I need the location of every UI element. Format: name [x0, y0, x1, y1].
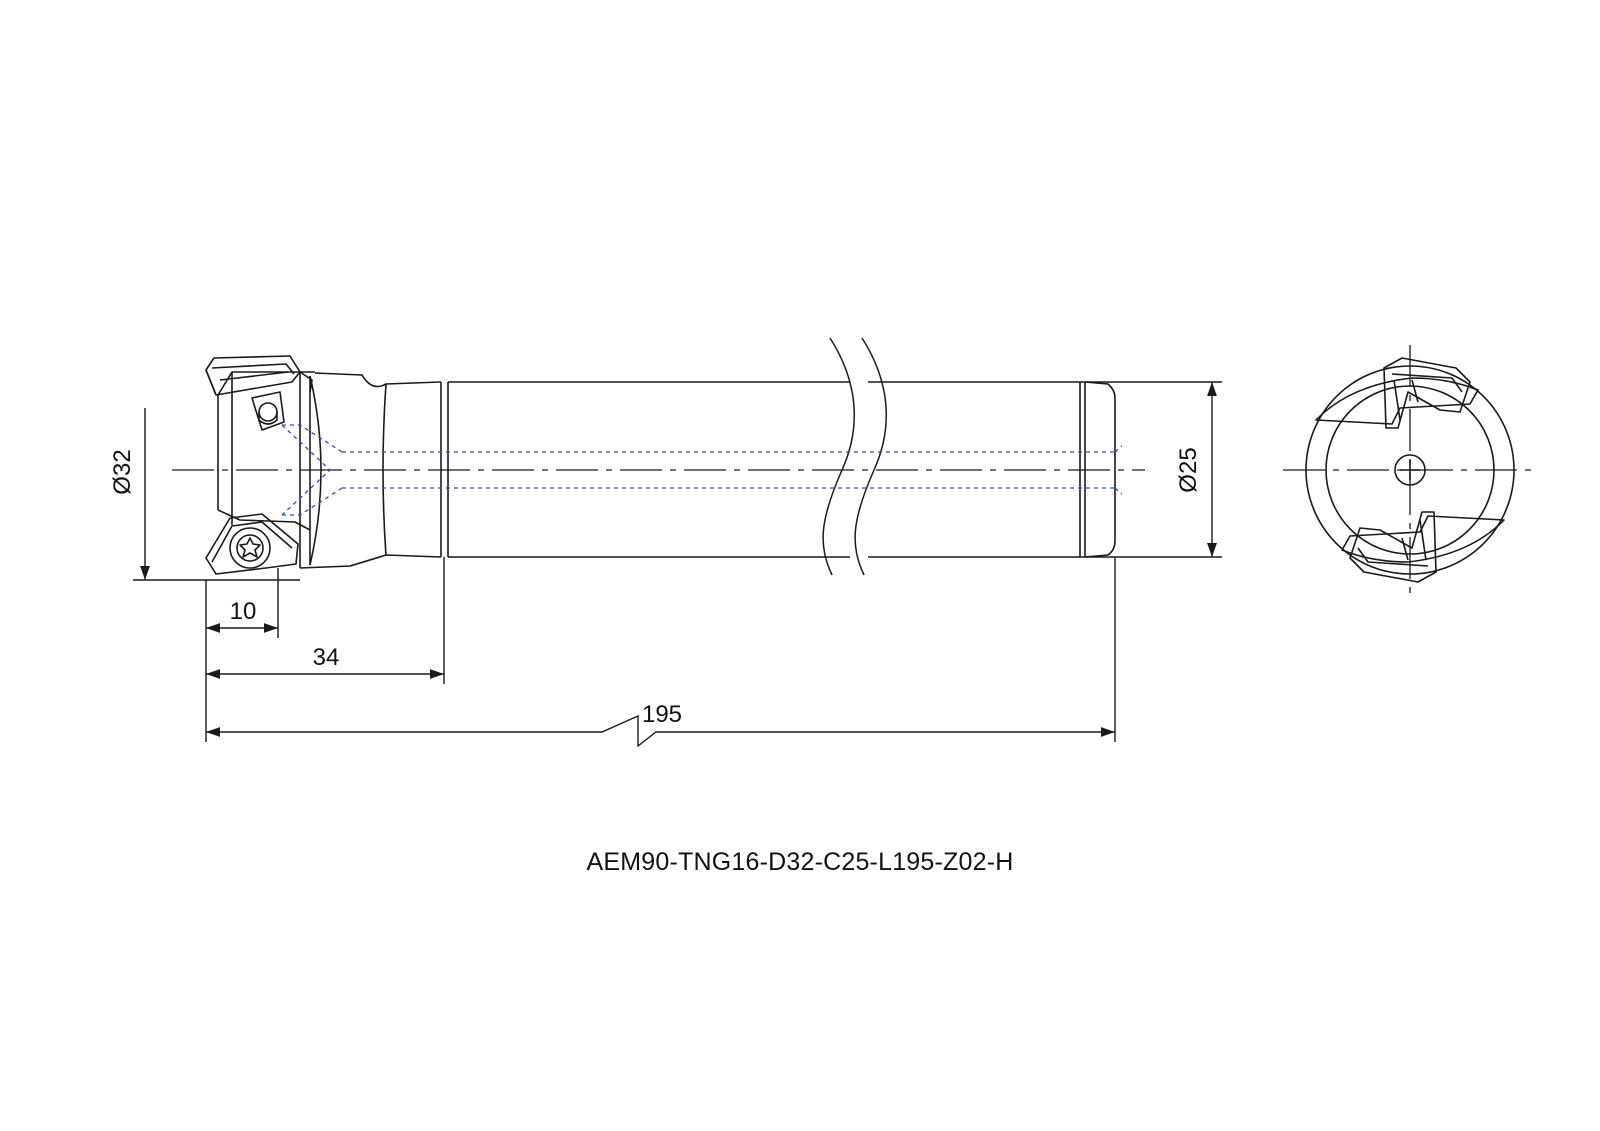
- side-view: [172, 337, 1145, 576]
- end-lower-insert: [1349, 511, 1437, 583]
- coolant-hole: [1394, 454, 1426, 486]
- d32-label: Ø32: [109, 449, 136, 494]
- shank: [440, 381, 1116, 558]
- upper-screw: [251, 391, 285, 431]
- outer-circle: [1305, 365, 1515, 575]
- upper-insert: [205, 355, 313, 396]
- end-upper-insert: [1383, 357, 1471, 429]
- dimensions: [133, 381, 1222, 748]
- len10-label: 10: [230, 598, 257, 625]
- end-view: [1283, 345, 1535, 598]
- len195-dimension-line: [206, 714, 1115, 748]
- len34-label: 34: [313, 644, 340, 671]
- inner-circle: [1325, 385, 1495, 555]
- break-lines: [822, 337, 887, 576]
- lower-insert: [205, 513, 299, 575]
- neck: [299, 372, 442, 569]
- part-code: AEM90-TNG16-D32-C25-L195-Z02-H: [586, 848, 1014, 876]
- len195-label: 195: [642, 701, 682, 728]
- d25-label: Ø25: [1175, 447, 1202, 492]
- coolant-channels: [281, 424, 1123, 516]
